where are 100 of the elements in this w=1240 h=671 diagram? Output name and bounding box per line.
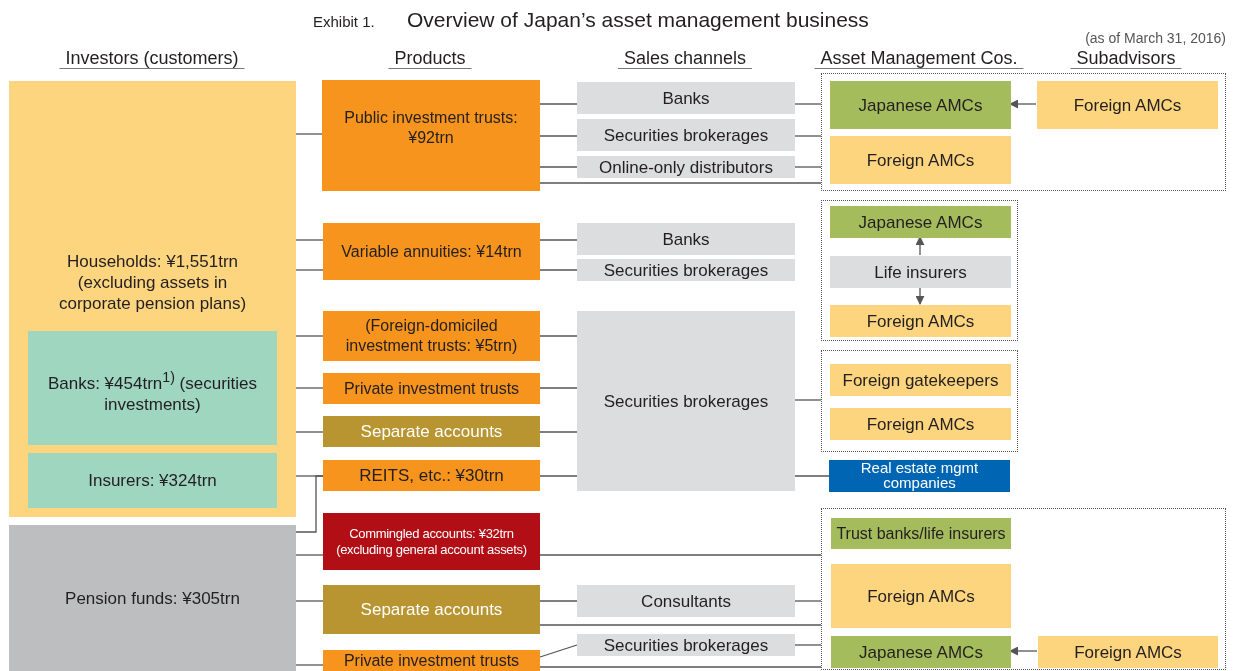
node-text: Foreign AMCs xyxy=(1072,94,1183,116)
node-text: Separate accounts xyxy=(359,421,504,442)
node-text: Private investment trusts xyxy=(342,650,521,671)
node-text: Securities brokerages xyxy=(602,259,770,281)
manager-box xyxy=(830,81,1011,129)
node-text: Securities brokerages xyxy=(602,634,770,656)
product-box xyxy=(323,223,540,280)
node-text: Japanese AMCs xyxy=(857,94,984,116)
channel-box xyxy=(577,585,795,617)
title: Overview of Japan’s asset management business xyxy=(407,8,869,32)
product-box xyxy=(322,80,540,191)
manager-box xyxy=(830,256,1011,288)
product-box xyxy=(323,585,540,634)
node-text: Households: ¥1,551trn (excluding assets in corporate pension plans) xyxy=(57,251,248,314)
connector-line xyxy=(539,182,822,184)
channel-box xyxy=(577,82,795,114)
connector-line xyxy=(794,600,822,602)
node-text: Trust banks/life insurers xyxy=(835,523,1007,544)
manager-box xyxy=(830,305,1011,337)
date-note: (as of March 31, 2016) xyxy=(1085,30,1226,46)
manager-box xyxy=(830,136,1011,184)
node-text: Securities brokerages xyxy=(602,390,770,412)
investor-box xyxy=(28,331,277,445)
exhibit-number: Exhibit 1. xyxy=(313,13,375,30)
connector-line xyxy=(794,644,822,646)
connector-line xyxy=(539,644,578,658)
node-text: Commingled accounts: ¥32trn (excluding general account assets) xyxy=(335,525,528,558)
node-text: Japanese AMCs xyxy=(858,641,984,663)
product-box xyxy=(323,650,540,671)
connector-line xyxy=(295,239,324,241)
node-text: Private investment trusts xyxy=(342,378,521,399)
connector-line xyxy=(794,135,822,137)
node-text: Pension funds: ¥305trn xyxy=(64,587,241,609)
connector-line xyxy=(539,475,578,477)
node-text: Foreign gatekeepers xyxy=(841,369,1000,391)
product-box xyxy=(323,311,540,361)
connector-line xyxy=(295,664,324,666)
node-text: Banks xyxy=(661,87,711,109)
connector-line xyxy=(539,666,822,668)
dotted-group-box xyxy=(821,73,1226,191)
connector-line xyxy=(295,269,324,271)
product-box xyxy=(323,460,540,491)
manager-box xyxy=(829,460,1010,492)
product-box xyxy=(323,416,540,447)
column-heading: Asset Management Cos. xyxy=(814,48,1024,69)
subadvisor-box xyxy=(1037,81,1218,129)
node-text: Securities brokerages xyxy=(602,124,770,146)
connector-line xyxy=(794,166,822,168)
column-heading: Subadvisors xyxy=(1070,48,1182,69)
product-box xyxy=(323,513,540,570)
manager-box xyxy=(830,206,1011,238)
node-text: Online-only distributors xyxy=(598,156,774,178)
connector-line xyxy=(539,166,578,168)
connector-line xyxy=(539,600,578,602)
product-box xyxy=(323,373,540,404)
connector-line xyxy=(539,624,822,626)
channel-box xyxy=(577,259,795,281)
node-text: Variable annuities: ¥14trn xyxy=(340,241,523,262)
node-text: Foreign AMCs xyxy=(865,413,976,435)
connector-line xyxy=(794,475,830,477)
connector-line xyxy=(295,554,324,556)
connector-line xyxy=(539,269,578,271)
arrow xyxy=(915,236,925,256)
node-text: Banks xyxy=(661,228,711,250)
connector-line xyxy=(539,335,578,337)
connector-line xyxy=(539,239,578,241)
dotted-group-box xyxy=(821,350,1018,452)
channel-box xyxy=(577,119,795,151)
connector-line xyxy=(295,387,324,389)
node-text: (Foreign-domiciled investment trusts: ¥5trn) xyxy=(344,316,519,356)
investor-box xyxy=(28,453,277,508)
connector-line xyxy=(794,399,822,401)
connector-line xyxy=(539,135,578,137)
manager-box xyxy=(830,408,1011,440)
manager-box xyxy=(831,564,1011,628)
connector-line xyxy=(295,600,324,602)
node-text: Foreign AMCs xyxy=(865,149,976,171)
node-text: Foreign AMCs xyxy=(866,585,976,607)
column-heading: Investors (customers) xyxy=(59,48,245,69)
investor-box xyxy=(9,81,296,517)
dotted-group-box xyxy=(821,200,1018,341)
column-heading: Sales channels xyxy=(617,48,753,69)
manager-box xyxy=(830,364,1011,396)
connector-line xyxy=(295,475,324,533)
node-text: Japanese AMCs xyxy=(857,211,984,233)
connector-line xyxy=(539,103,578,105)
connector-line xyxy=(539,387,578,389)
channel-box xyxy=(577,634,795,656)
connector-line xyxy=(794,103,822,105)
manager-box xyxy=(831,636,1011,668)
column-heading: Products xyxy=(388,48,472,69)
node-text: Foreign AMCs xyxy=(1073,641,1183,663)
node-text: Separate accounts xyxy=(359,599,504,620)
connector-line xyxy=(539,554,822,556)
subadvisor-box xyxy=(1038,636,1218,668)
connector-line xyxy=(539,431,578,433)
node-text: Foreign AMCs xyxy=(865,310,976,332)
channel-box xyxy=(577,311,795,491)
investor-box xyxy=(9,525,296,671)
node-text: Life insurers xyxy=(873,261,968,283)
